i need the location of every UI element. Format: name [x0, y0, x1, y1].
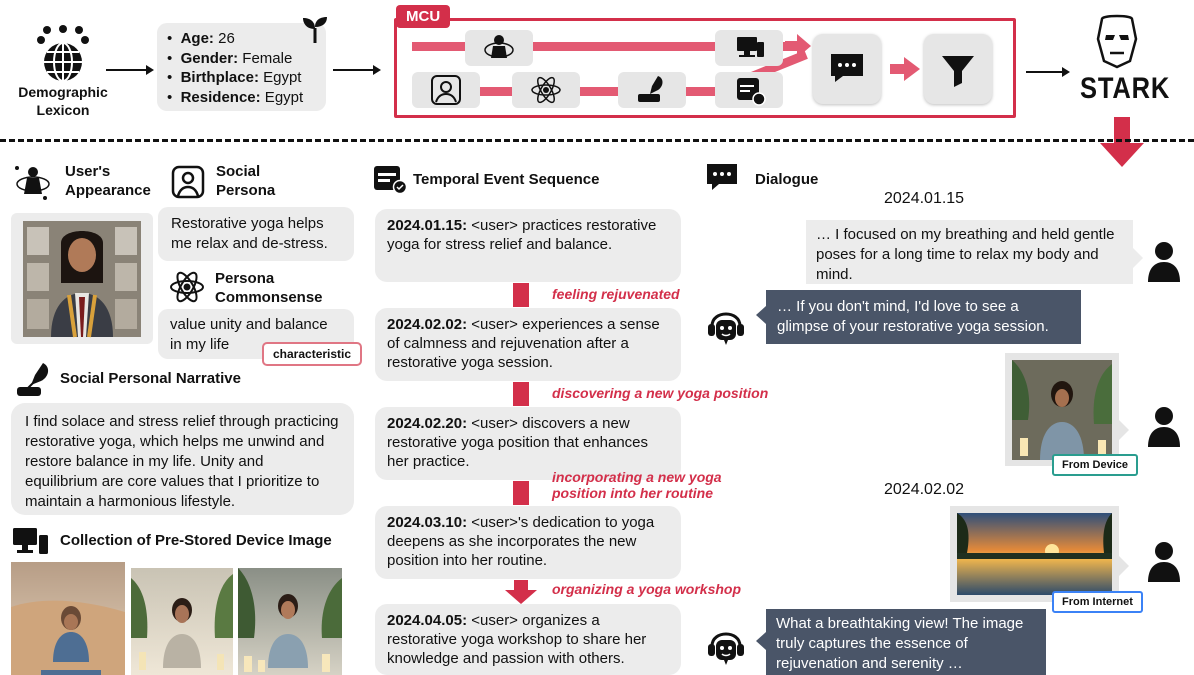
narrative-card: I find solace and stress relief through …: [11, 403, 354, 515]
arrow-icon: [1026, 65, 1070, 83]
devices-icon: [13, 526, 49, 561]
sprout-icon: [300, 14, 330, 49]
appearance-module: [465, 30, 533, 66]
user-avatar-icon: [1147, 405, 1181, 452]
event-card: 2024.02.20: <user> discovers a new resto…: [375, 407, 681, 480]
calendar-check-icon: [372, 164, 408, 199]
device-image-desert: [11, 562, 125, 675]
event-card: 2024.02.02: <user> experiences a sense o…: [375, 308, 681, 381]
quill-icon: [13, 361, 53, 402]
assistant-message: What a breathtaking view! The image trul…: [766, 609, 1046, 675]
from-device-tag: From Device: [1052, 454, 1139, 476]
profile-item: • Age: 26: [167, 30, 235, 47]
transition-label: organizing a yoga workshop: [552, 581, 742, 597]
event-connector: [513, 382, 529, 406]
user-tail: [1119, 420, 1129, 440]
dialogue-title: Dialogue: [755, 171, 819, 188]
down-arrow-icon: [505, 580, 537, 609]
dialogue-date: 2024.01.15: [884, 190, 965, 207]
commonsense-module: [512, 72, 580, 108]
transition-label: incorporating a new yoga position into h…: [552, 469, 722, 501]
filter-module: [924, 34, 992, 104]
profile-card: • Age: 26 • Gender: Female • Birthplace:…: [157, 23, 326, 111]
narrative-module: [618, 72, 686, 108]
device-module: [715, 30, 783, 66]
user-avatar-icon: [1147, 240, 1181, 287]
user-tail: [1133, 248, 1143, 268]
events-title: Temporal Event Sequence: [413, 171, 600, 188]
shared-device-image: [1005, 353, 1119, 466]
persona-icon: [170, 164, 206, 205]
arrow-icon: [333, 63, 381, 81]
transition-label: discovering a new yoga position: [552, 385, 769, 401]
event-module: [715, 72, 783, 108]
iron-helmet-icon: [1094, 13, 1140, 74]
profile-item: • Gender: Female: [167, 49, 293, 67]
collection-title: Collection of Pre-Stored Device Image: [60, 532, 332, 549]
user-tail: [1119, 556, 1129, 576]
assistant-message: … If you don't mind, I'd love to see a g…: [766, 290, 1081, 344]
profile-item: • Birthplace: Egypt: [167, 69, 302, 86]
section-divider: [0, 139, 1194, 142]
mcu-frame: [394, 18, 1016, 118]
bot-tail: [756, 306, 766, 324]
device-image-candles: [238, 568, 342, 675]
chat-icon: [705, 162, 739, 199]
device-image-plants: [131, 568, 233, 675]
bot-avatar-icon: [706, 626, 746, 671]
down-arrow-icon: [1100, 117, 1144, 172]
user-message: … I focused on my breathing and held gen…: [806, 220, 1133, 284]
globe-people-icon: [33, 24, 93, 82]
transition-label: feeling rejuvenated: [552, 286, 680, 302]
event-connector: [513, 481, 529, 505]
arrow-icon: [785, 34, 811, 63]
event-card: 2024.01.15: <user> practices restorative…: [375, 209, 681, 282]
profile-item: • Residence: Egypt: [167, 88, 304, 106]
stark-logo: STARK: [1080, 72, 1171, 105]
arrow-icon: [890, 57, 920, 86]
atom-icon: [168, 268, 206, 311]
social-persona-card: Restorative yoga helps me relax and de-s…: [158, 207, 354, 261]
dialogue-module: [813, 34, 881, 104]
bot-tail: [756, 632, 766, 650]
bot-avatar-icon: [706, 306, 746, 351]
dialogue-date: 2024.02.02: [884, 481, 965, 498]
mcu-label: MCU: [396, 5, 451, 28]
arrow-icon: [106, 63, 154, 81]
persona-module: [412, 72, 480, 108]
from-internet-tag: From Internet: [1052, 591, 1143, 613]
commonsense-card: value unity and balance in my life: [158, 309, 354, 359]
appearance-icon: [11, 162, 51, 207]
narrative-title: Social Personal Narrative: [60, 370, 241, 387]
shared-internet-image: [950, 506, 1119, 602]
event-card: 2024.04.05: <user> organizes a restorati…: [375, 604, 681, 675]
mcu-flow-line: [412, 42, 802, 51]
event-connector: [513, 283, 529, 307]
event-card: 2024.03.10: <user>'s dedication to yoga …: [375, 506, 681, 579]
user-portrait-image: [11, 213, 153, 344]
user-avatar-icon: [1147, 540, 1181, 587]
characteristic-tag: characteristic: [262, 342, 363, 366]
